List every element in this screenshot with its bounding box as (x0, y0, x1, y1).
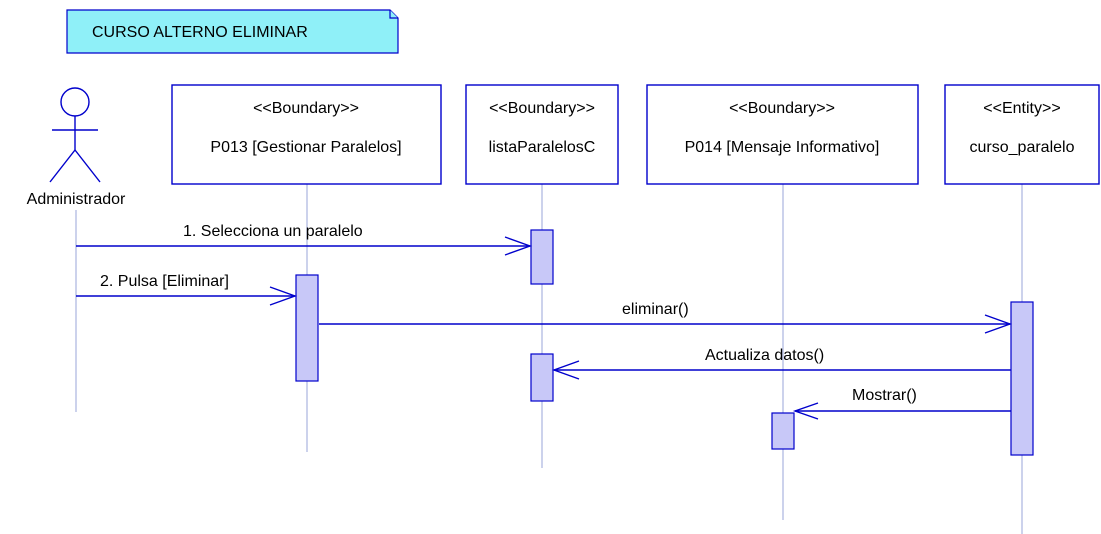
title-note: CURSO ALTERNO ELIMINAR (66, 9, 399, 54)
object-stereotype: <<Boundary>> (489, 100, 595, 117)
activation-listaparalelosc-1 (530, 229, 554, 285)
message-actualiza-datos: Actualiza datos() (551, 347, 1011, 380)
actor-label: Administrador (27, 191, 126, 208)
object-stereotype: <<Boundary>> (253, 100, 359, 117)
object-curso-paralelo[interactable]: <<Entity>> curso_paralelo (944, 84, 1100, 185)
message-label: eliminar() (622, 301, 689, 318)
object-stereotype: <<Boundary>> (729, 100, 835, 117)
message-selecciona-paralelo: 1. Selecciona un paralelo (76, 223, 533, 256)
object-p014-mensaje-informativo[interactable]: <<Boundary>> P014 [Mensaje Informativo] (646, 84, 919, 185)
object-p013-gestionar-paralelos[interactable]: <<Boundary>> P013 [Gestionar Paralelos] (171, 84, 442, 185)
object-name: P013 [Gestionar Paralelos] (210, 139, 401, 156)
message-pulsa-eliminar: 2. Pulsa [Eliminar] (76, 273, 298, 306)
stick-figure-icon (49, 87, 101, 183)
message-label: 2. Pulsa [Eliminar] (100, 273, 229, 290)
message-mostrar: Mostrar() (792, 387, 1011, 420)
activation-curso-paralelo (1010, 301, 1034, 456)
object-name: P014 [Mensaje Informativo] (685, 139, 880, 156)
diagram-title: CURSO ALTERNO ELIMINAR (92, 24, 308, 41)
activation-p013 (295, 274, 319, 382)
message-label: 1. Selecciona un paralelo (183, 223, 363, 240)
message-label: Mostrar() (852, 387, 917, 404)
message-eliminar: eliminar() (319, 301, 1013, 334)
actor-administrador[interactable]: Administrador (27, 87, 126, 208)
activation-p014 (771, 412, 795, 450)
object-stereotype: <<Entity>> (983, 100, 1060, 117)
object-name: curso_paralelo (970, 139, 1075, 156)
message-label: Actualiza datos() (705, 347, 824, 364)
object-name: listaParalelosC (489, 139, 596, 156)
activation-listaparalelosc-2 (530, 353, 554, 402)
object-listaparalelosc[interactable]: <<Boundary>> listaParalelosC (465, 84, 619, 185)
